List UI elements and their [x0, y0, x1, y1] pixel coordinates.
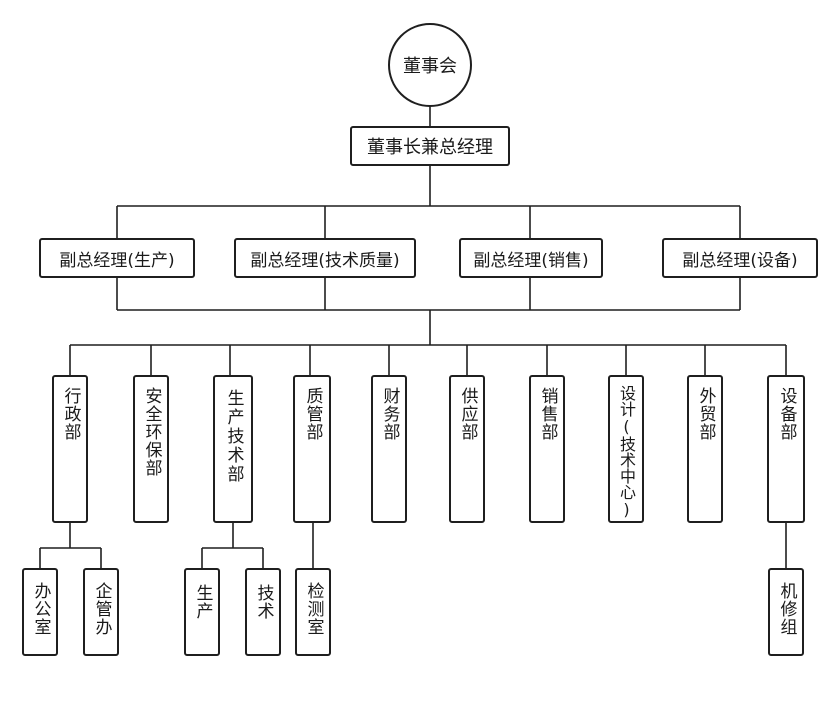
- unit-label: 技术: [253, 584, 274, 620]
- board-node: 董事会: [388, 23, 472, 107]
- dept-design-node: 设计(技术中心): [608, 375, 644, 523]
- dept-finance-node: 财务部: [371, 375, 407, 523]
- board-label: 董事会: [403, 56, 457, 77]
- dept-label: 质管部: [302, 387, 323, 441]
- dept-supply-node: 供应部: [449, 375, 485, 523]
- unit-technology-node: 技术: [245, 568, 281, 656]
- dept-label: 财务部: [379, 387, 400, 441]
- dept-equipment-node: 设备部: [767, 375, 805, 523]
- dept-foreign-trade-node: 外贸部: [687, 375, 723, 523]
- unit-office-node: 办公室: [22, 568, 58, 656]
- unit-label: 办公室: [30, 582, 51, 636]
- vp-production-node: 副总经理(生产): [39, 238, 195, 278]
- dept-quality-node: 质管部: [293, 375, 331, 523]
- dept-label: 供应部: [457, 387, 478, 441]
- chairman-node: 董事长兼总经理: [350, 126, 510, 166]
- vp-equipment-node: 副总经理(设备): [662, 238, 818, 278]
- dept-label: 生产技术部: [223, 389, 244, 484]
- unit-label: 生产: [192, 584, 213, 620]
- chairman-label: 董事长兼总经理: [367, 137, 493, 158]
- vp-label: 副总经理(生产): [59, 250, 175, 271]
- dept-label: 外贸部: [695, 387, 716, 441]
- dept-sales-node: 销售部: [529, 375, 565, 523]
- vp-sales-node: 副总经理(销售): [459, 238, 603, 278]
- vp-label: 副总经理(技术质量): [250, 250, 400, 271]
- dept-label: 安全环保部: [141, 387, 162, 477]
- unit-enterprise-mgmt-node: 企管办: [83, 568, 119, 656]
- vp-label: 副总经理(设备): [682, 250, 798, 271]
- dept-production-tech-node: 生产技术部: [213, 375, 253, 523]
- unit-maintenance-node: 机修组: [768, 568, 804, 656]
- vp-label: 副总经理(销售): [473, 250, 589, 271]
- dept-safety-env-node: 安全环保部: [133, 375, 169, 523]
- dept-admin-node: 行政部: [52, 375, 88, 523]
- dept-label: 销售部: [537, 387, 558, 441]
- dept-label: 设计(技术中心): [617, 385, 636, 519]
- unit-label: 企管办: [91, 582, 112, 636]
- vp-tech-quality-node: 副总经理(技术质量): [234, 238, 416, 278]
- unit-testing-room-node: 检测室: [295, 568, 331, 656]
- unit-label: 检测室: [303, 582, 324, 636]
- unit-label: 机修组: [776, 582, 797, 636]
- dept-label: 行政部: [60, 387, 81, 441]
- dept-label: 设备部: [776, 387, 797, 441]
- unit-production-node: 生产: [184, 568, 220, 656]
